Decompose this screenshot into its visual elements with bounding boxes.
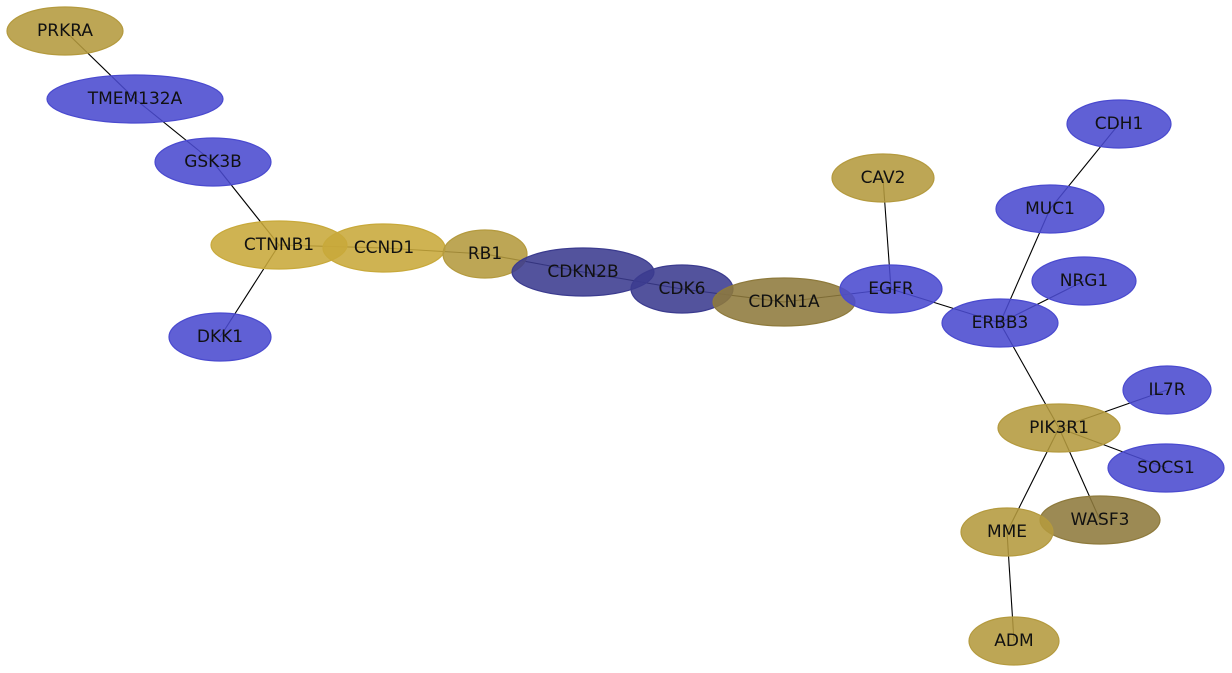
node-label-ctnnb1: CTNNB1	[244, 235, 314, 255]
node-label-egfr: EGFR	[868, 279, 914, 299]
node-egfr[interactable]: EGFR	[839, 264, 943, 314]
node-shape-egfr	[839, 264, 943, 314]
node-label-ccnd1: CCND1	[354, 238, 414, 258]
node-gsk3b[interactable]: GSK3B	[154, 137, 272, 187]
node-label-adm: ADM	[994, 631, 1033, 651]
node-label-il7r: IL7R	[1148, 380, 1185, 400]
node-il7r[interactable]: IL7R	[1122, 365, 1212, 415]
node-shape-adm	[968, 616, 1060, 666]
node-label-rb1: RB1	[468, 244, 502, 264]
node-label-cdkn1a: CDKN1A	[748, 292, 820, 312]
node-shape-erbb3	[941, 298, 1059, 348]
node-mme[interactable]: MME	[960, 507, 1054, 557]
node-tmem132a[interactable]: TMEM132A	[46, 74, 224, 124]
node-muc1[interactable]: MUC1	[995, 184, 1105, 234]
node-shape-pik3r1	[997, 403, 1121, 453]
node-label-cdk6: CDK6	[659, 279, 706, 299]
node-label-dkk1: DKK1	[197, 327, 243, 347]
node-shape-cdh1	[1066, 99, 1172, 149]
node-shape-socs1	[1107, 443, 1225, 493]
node-label-mme: MME	[987, 522, 1027, 542]
node-wasf3[interactable]: WASF3	[1039, 495, 1161, 545]
node-label-cdkn2b: CDKN2B	[547, 262, 618, 282]
node-label-erbb3: ERBB3	[972, 313, 1029, 333]
node-shape-cav2	[831, 153, 935, 203]
node-label-tmem132a: TMEM132A	[87, 89, 183, 109]
node-label-pik3r1: PIK3R1	[1029, 418, 1089, 438]
node-shape-mme	[960, 507, 1054, 557]
node-dkk1[interactable]: DKK1	[168, 312, 272, 362]
node-cdk6[interactable]: CDK6	[630, 264, 734, 314]
node-label-nrg1: NRG1	[1060, 271, 1109, 291]
node-adm[interactable]: ADM	[968, 616, 1060, 666]
node-shape-il7r	[1122, 365, 1212, 415]
node-erbb3[interactable]: ERBB3	[941, 298, 1059, 348]
node-label-prkra: PRKRA	[37, 21, 93, 41]
node-cdkn1a[interactable]: CDKN1A	[712, 277, 856, 327]
node-shape-gsk3b	[154, 137, 272, 187]
node-rb1[interactable]: RB1	[442, 229, 528, 279]
node-label-gsk3b: GSK3B	[184, 152, 242, 172]
node-pik3r1[interactable]: PIK3R1	[997, 403, 1121, 453]
node-shape-dkk1	[168, 312, 272, 362]
node-shape-prkra	[6, 6, 124, 56]
node-label-cdh1: CDH1	[1095, 114, 1144, 134]
node-prkra[interactable]: PRKRA	[6, 6, 124, 56]
node-cdh1[interactable]: CDH1	[1066, 99, 1172, 149]
node-shape-tmem132a	[46, 74, 224, 124]
node-shape-nrg1	[1031, 256, 1137, 306]
node-label-wasf3: WASF3	[1071, 510, 1130, 530]
node-shape-rb1	[442, 229, 528, 279]
node-ccnd1[interactable]: CCND1	[322, 223, 446, 273]
node-nrg1[interactable]: NRG1	[1031, 256, 1137, 306]
node-label-cav2: CAV2	[861, 168, 906, 188]
node-cav2[interactable]: CAV2	[831, 153, 935, 203]
node-shape-muc1	[995, 184, 1105, 234]
node-socs1[interactable]: SOCS1	[1107, 443, 1225, 493]
node-label-socs1: SOCS1	[1137, 458, 1195, 478]
node-label-muc1: MUC1	[1025, 199, 1075, 219]
node-ctnnb1[interactable]: CTNNB1	[210, 220, 348, 270]
